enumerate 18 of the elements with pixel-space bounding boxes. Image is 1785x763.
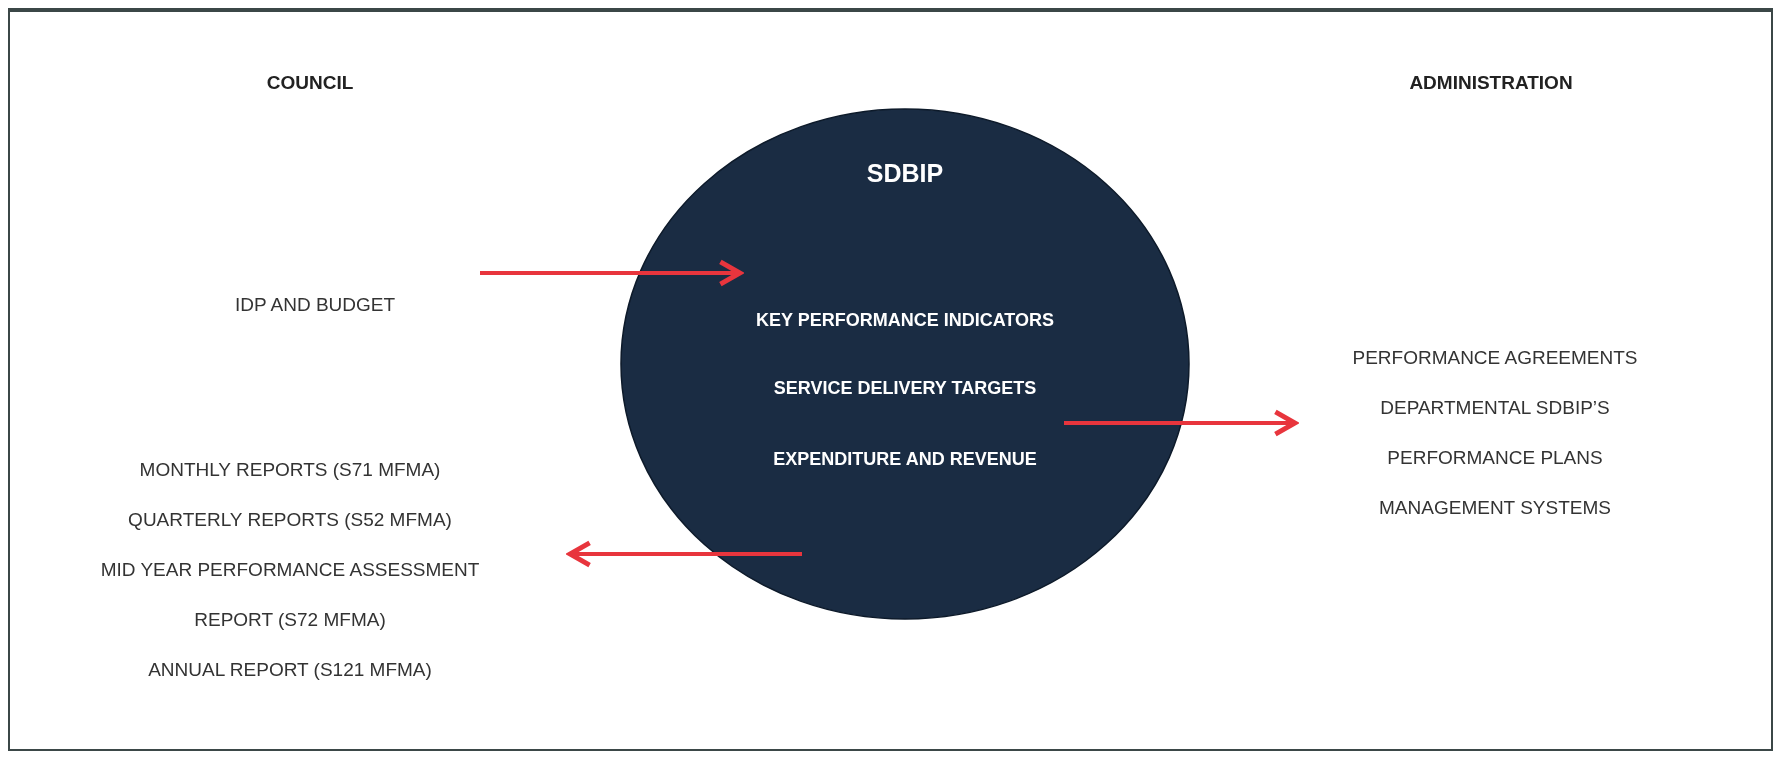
- list-item: MANAGEMENT SYSTEMS: [1379, 496, 1611, 520]
- arrow: [567, 540, 802, 568]
- circle-item: SERVICE DELIVERY TARGETS: [773, 377, 1037, 399]
- circle-title: SDBIP: [866, 158, 944, 188]
- column-heading: ADMINISTRATION: [1409, 72, 1573, 94]
- list-item: MONTHLY REPORTS (S71 MFMA): [139, 458, 441, 482]
- text-label: IDP AND BUDGET: [234, 293, 396, 317]
- arrow: [1064, 409, 1298, 437]
- list-item: QUARTERLY REPORTS (S52 MFMA): [128, 508, 452, 532]
- list-item: DEPARTMENTAL SDBIP’S: [1380, 396, 1610, 420]
- list-item: PERFORMANCE AGREEMENTS: [1352, 346, 1638, 370]
- list-item: PERFORMANCE PLANS: [1387, 446, 1603, 470]
- list-item: ANNUAL REPORT (S121 MFMA): [148, 658, 432, 682]
- circle-item: EXPENDITURE AND REVENUE: [773, 448, 1037, 470]
- list-item: MID YEAR PERFORMANCE ASSESSMENT REPORT (S72 MFMA): [99, 558, 481, 632]
- arrow: [480, 259, 743, 287]
- column-heading: COUNCIL: [266, 72, 354, 94]
- circle-item: KEY PERFORMANCE INDICATORS: [756, 309, 1054, 331]
